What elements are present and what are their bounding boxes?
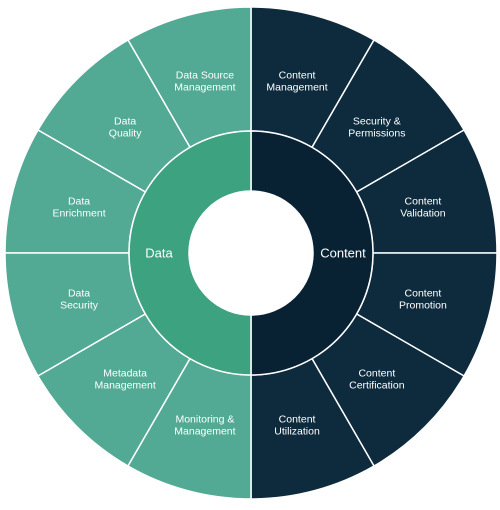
content-segment-label: Security &Permissions: [348, 116, 405, 140]
data-label: Data: [145, 245, 173, 260]
content-label: Content: [320, 245, 366, 260]
data-inner-half: [128, 130, 252, 376]
center-hole: [189, 191, 313, 315]
content-inner-half: [250, 130, 374, 376]
data-segment-label: Monitoring &Management: [174, 413, 235, 437]
inner-ring: [128, 130, 374, 376]
